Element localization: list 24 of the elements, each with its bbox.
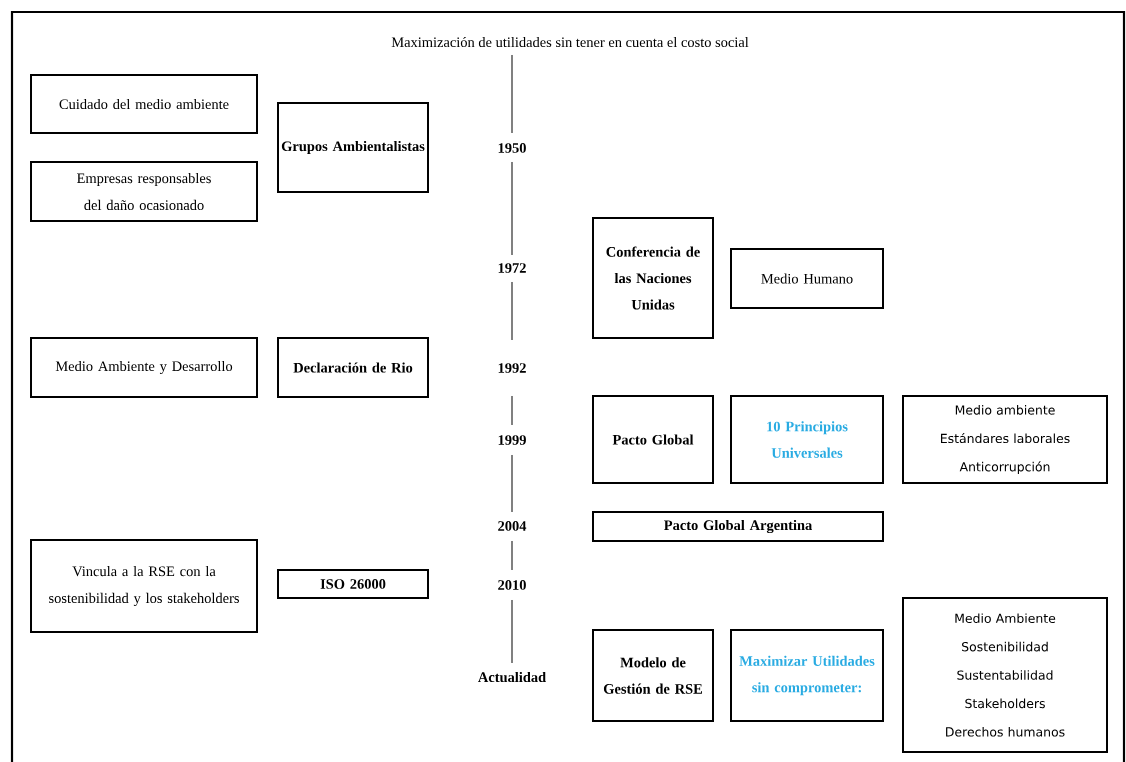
year-label: 1950: [498, 143, 526, 153]
text-box: Empresas responsables del daño ocasionado: [30, 161, 258, 222]
text-box: Declaración de Rio: [277, 337, 429, 398]
text-box: Maximizar Utilidades sin comprometer:: [730, 629, 884, 722]
text-box: Vincula a la RSE con la sostenibilidad y los stakeholders: [30, 539, 258, 633]
text-box: Medio ambiente Estándares laborales Anticorrupción: [902, 395, 1108, 484]
year-label: 1992: [498, 363, 526, 373]
year-label: 2010: [498, 580, 526, 590]
text-box: Grupos Ambientalistas: [277, 102, 429, 193]
text-box: 10 Principios Universales: [730, 395, 884, 484]
text-box: Medio Ambiente y Desarrollo: [30, 337, 258, 398]
text-box: Modelo de Gestión de RSE: [592, 629, 714, 722]
text-box: Pacto Global: [592, 395, 714, 484]
text-box: Conferencia de las Naciones Unidas: [592, 217, 714, 339]
text-box: Medio Humano: [730, 248, 884, 309]
timeline-heading: Maximización de utilidades sin tener en cuenta el costo social: [391, 36, 749, 48]
text-box: Medio Ambiente Sostenibilidad Sustentabilidad Stakeholders Derechos humanos: [902, 597, 1108, 753]
year-label: 2004: [498, 521, 527, 531]
year-label: Actualidad: [478, 671, 546, 683]
text-box: ISO 26000: [277, 569, 429, 599]
text-box: Pacto Global Argentina: [592, 511, 884, 542]
text-box: Cuidado del medio ambiente: [30, 74, 258, 134]
year-label: 1972: [498, 263, 526, 273]
year-label: 1999: [498, 435, 526, 445]
